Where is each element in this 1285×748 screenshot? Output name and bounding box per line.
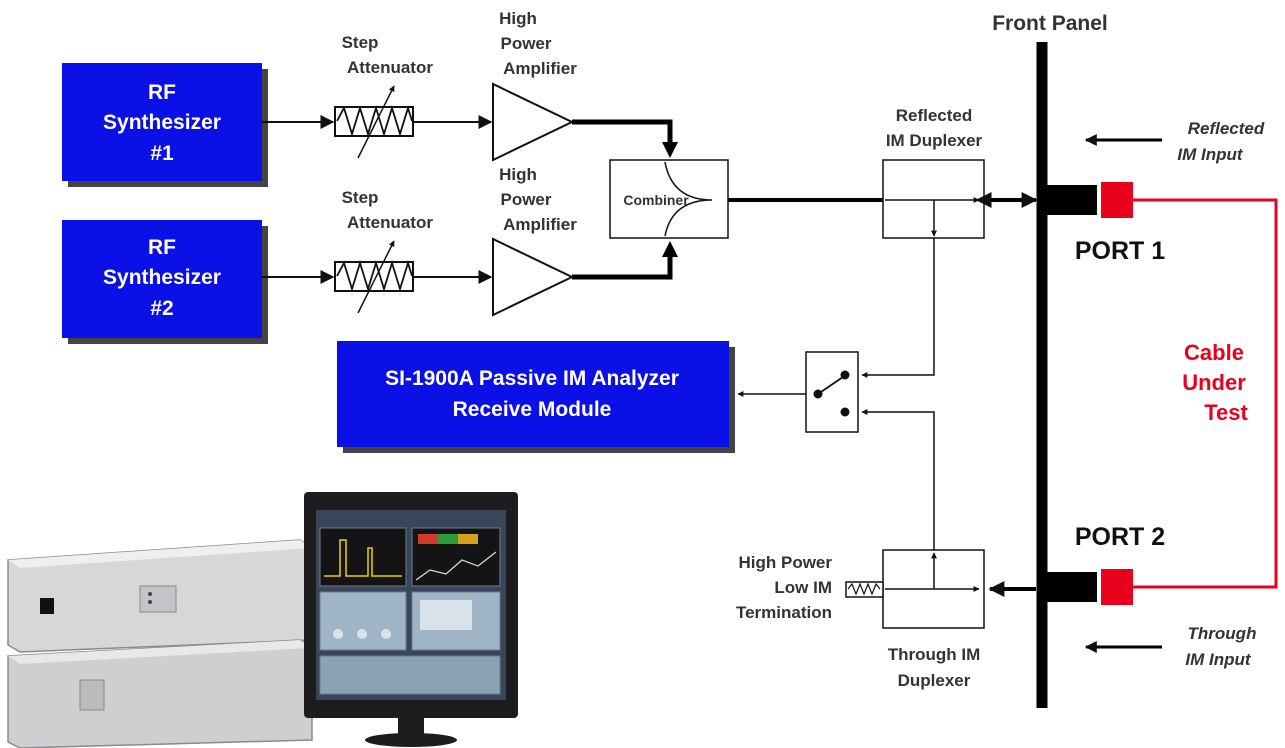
receive-module: SI-1900A Passive IM Analyzer Receive Mod…	[337, 341, 735, 453]
synth2-line2: Synthesizer	[103, 266, 221, 289]
port2-connector	[1047, 572, 1097, 602]
synth2-line3: #2	[150, 297, 173, 320]
reflected-im-duplexer	[882, 159, 985, 239]
amp2-to-combiner-line	[572, 252, 673, 280]
combiner: Combiner	[609, 159, 729, 239]
att1-label-line1: Step	[342, 33, 379, 52]
rf-switch	[805, 351, 859, 433]
synth1-line2: Synthesizer	[103, 111, 221, 134]
through-duplexer-label-line1: Through IM	[888, 645, 981, 664]
through-input-line1: Through	[1188, 624, 1257, 643]
through-duplexer-to-switch-line	[861, 409, 935, 550]
port1-cable-end	[1101, 182, 1133, 218]
cable-label-line3: Test	[1204, 400, 1248, 425]
synth1-line3: #1	[150, 142, 174, 165]
port1-label: PORT 1	[1075, 237, 1165, 265]
step-attenuator-1	[334, 85, 414, 159]
combiner-label: Combiner	[623, 192, 689, 208]
through-input-line2: IM Input	[1185, 650, 1251, 669]
amp1-to-combiner-line	[572, 119, 673, 147]
front-panel-label: Front Panel	[992, 12, 1108, 35]
amp2-label-line3: Amplifier	[503, 215, 577, 234]
amp1-label-line2: Power	[500, 34, 551, 53]
att2-label-line2: Attenuator	[347, 213, 433, 232]
cable-label-line2: Under	[1182, 370, 1246, 395]
reflected-duplexer-to-switch-line	[861, 238, 935, 378]
synth2-line1: RF	[148, 236, 176, 259]
through-duplexer-label-line2: Duplexer	[898, 671, 971, 690]
port1-connector	[1047, 185, 1097, 215]
amplifier-1	[492, 82, 575, 162]
synth1-line1: RF	[148, 81, 176, 104]
termination-line3: Termination	[736, 603, 832, 622]
termination-resistor	[845, 581, 884, 598]
equipment-photo	[7, 492, 518, 748]
receive-module-line1: SI-1900A Passive IM Analyzer	[385, 367, 679, 390]
cable-label-line1: Cable	[1184, 340, 1244, 365]
att1-label-line2: Attenuator	[347, 58, 433, 77]
rf-synthesizer-2: RF Synthesizer #2	[62, 220, 268, 344]
through-im-duplexer	[882, 549, 985, 629]
amp1-label-line1: High	[499, 9, 537, 28]
amp1-label-line3: Amplifier	[503, 59, 577, 78]
port2-label: PORT 2	[1075, 523, 1165, 551]
amp2-label-line1: High	[499, 165, 537, 184]
reflected-input-line2: IM Input	[1177, 145, 1243, 164]
cable-under-test	[1133, 198, 1278, 589]
reflected-input-line1: Reflected	[1188, 119, 1265, 138]
termination-line1: High Power	[738, 553, 832, 572]
receive-module-line2: Receive Module	[453, 398, 612, 421]
reflected-duplexer-label-line1: Reflected	[896, 106, 973, 125]
step-attenuator-2	[334, 240, 414, 314]
rf-synthesizer-1: RF Synthesizer #1	[62, 63, 268, 187]
reflected-duplexer-label-line2: IM Duplexer	[886, 131, 983, 150]
att2-label-line1: Step	[342, 188, 379, 207]
termination-line2: Low IM	[774, 578, 832, 597]
port2-cable-end	[1101, 569, 1133, 605]
amplifier-2	[492, 237, 575, 317]
amp2-label-line2: Power	[500, 190, 551, 209]
